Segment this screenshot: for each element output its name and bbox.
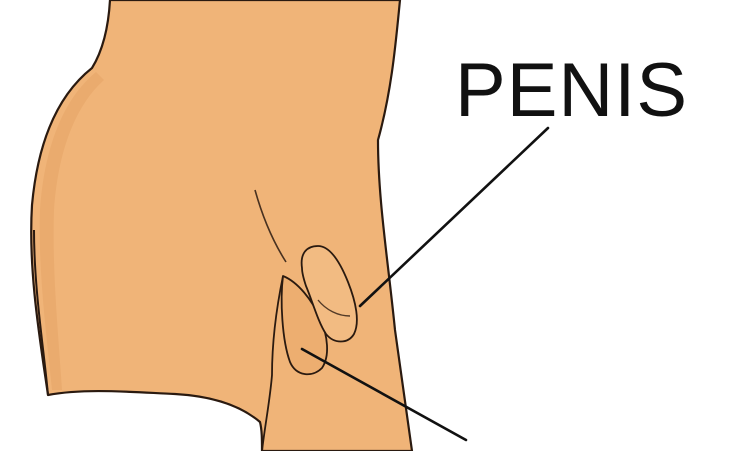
- label-penis: PENIS: [455, 48, 688, 133]
- label-leader-line: [360, 128, 548, 306]
- body-silhouette: [31, 0, 412, 451]
